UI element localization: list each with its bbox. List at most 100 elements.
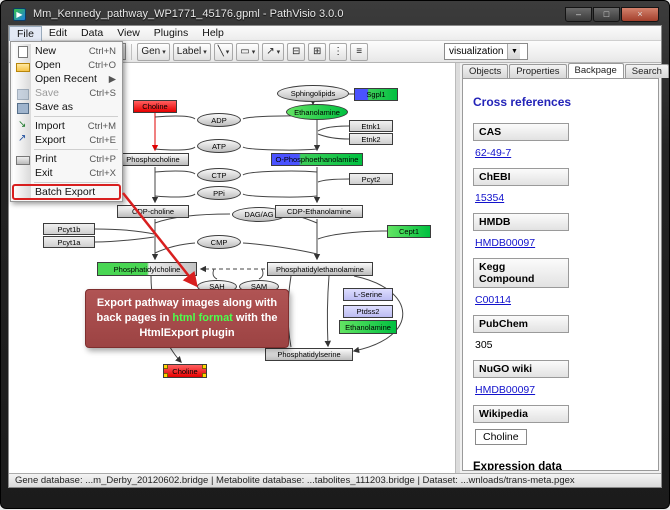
minimize-button[interactable]: – <box>565 7 592 22</box>
backpage-section-header: HMDB <box>473 213 569 231</box>
pathway-node-etnk1[interactable]: Etnk1 <box>349 120 393 132</box>
menu-item-label: Batch Export <box>35 186 116 198</box>
selection-handle[interactable] <box>202 373 207 378</box>
import-icon <box>14 120 31 133</box>
tab-search[interactable]: Search <box>625 64 669 78</box>
menu-plugins[interactable]: Plugins <box>147 26 195 41</box>
backpage-xref-link[interactable]: C00114 <box>475 294 648 306</box>
backpage-xref-link[interactable]: 15354 <box>475 192 648 204</box>
pathway-node-choline[interactable]: Choline <box>163 364 207 378</box>
pathway-node-adp[interactable]: ADP <box>197 113 241 127</box>
backpage-xref-link[interactable]: HMDB00097 <box>475 384 648 396</box>
pathway-node-atp[interactable]: ATP <box>197 139 241 153</box>
pathway-node-choline[interactable]: Choline <box>133 100 177 113</box>
caret-down-icon[interactable]: ▼ <box>507 44 520 59</box>
backpage-section-header: ChEBI <box>473 168 569 186</box>
open-icon <box>14 59 31 72</box>
menu-item-label: Exit <box>35 167 89 179</box>
backpage-xref-link[interactable]: Choline <box>475 429 527 445</box>
backpage-section-header: NuGO wiki <box>473 360 569 378</box>
backpage-xref-link[interactable]: HMDB00097 <box>475 237 648 249</box>
pathway-node-pcyt1a[interactable]: Pcyt1a <box>43 236 95 248</box>
connector-tool-button[interactable]: ↗▾ <box>262 43 284 61</box>
visualization-select[interactable]: visualization ▼ <box>444 43 528 60</box>
line-tool-button[interactable]: ╲▾ <box>214 43 234 61</box>
file-menu-item-open-recent[interactable]: Open Recent▶ <box>13 72 120 86</box>
pathway-node-ethanolamine[interactable]: Ethanolamine <box>339 320 397 334</box>
caret-down-icon: ▾ <box>277 48 281 56</box>
shape-tool-button[interactable]: ▭▾ <box>236 43 259 61</box>
menu-separator <box>34 116 118 117</box>
menu-file[interactable]: File <box>9 26 42 41</box>
label-tool-button[interactable]: Label▾ <box>173 43 211 61</box>
backpage-section-header: Kegg Compound <box>473 258 569 288</box>
caret-down-icon: ▾ <box>203 48 207 56</box>
backpage-xref-value: 305 <box>475 339 648 351</box>
none-icon <box>14 186 31 199</box>
pathway-node-l-serine[interactable]: L-Serine <box>343 288 393 301</box>
pathway-node-cdp-ethanolamine[interactable]: CDP-Ethanolamine <box>275 205 363 218</box>
pathway-node-phosphatidylserine[interactable]: Phosphatidylserine <box>265 348 353 361</box>
pathway-node-phosphatidylcholine[interactable]: Phosphatidylcholine <box>97 262 197 276</box>
pathway-node-etnk2[interactable]: Etnk2 <box>349 133 393 145</box>
pathway-node-ethanolamine[interactable]: Ethanolamine <box>286 104 348 120</box>
pathway-node-phosphatidylethanolamine[interactable]: Phosphatidylethanolamine <box>267 262 373 276</box>
pathway-node-phosphocholine[interactable]: Phosphocholine <box>117 153 189 166</box>
caret-down-icon: ▾ <box>252 48 256 56</box>
pathway-node-pcyt1b[interactable]: Pcyt1b <box>43 223 95 235</box>
new-icon <box>14 45 31 58</box>
visualization-value: visualization <box>449 46 503 57</box>
file-menu-item-batch-export[interactable]: Batch Export <box>13 185 120 199</box>
backpage-heading: Cross references <box>473 95 648 109</box>
caret-down-icon: ▾ <box>162 48 166 56</box>
tab-backpage[interactable]: Backpage <box>568 63 624 78</box>
toolbar-separator <box>131 44 132 60</box>
menu-data[interactable]: Data <box>74 26 110 41</box>
menu-edit[interactable]: Edit <box>42 26 74 41</box>
pathway-node-ctp[interactable]: CTP <box>197 168 241 182</box>
pathway-node-pcyt2[interactable]: Pcyt2 <box>349 173 393 185</box>
datanode-tool-button[interactable]: Gen▾ <box>137 43 169 61</box>
menu-item-label: Save <box>35 87 89 99</box>
pathway-node-sgpl1[interactable]: Sgpl1 <box>354 88 398 101</box>
stack-button[interactable]: ≡ <box>350 43 368 61</box>
backpage-xref-link[interactable]: 62-49-7 <box>475 147 648 159</box>
file-menu-item-save-as[interactable]: Save as <box>13 100 120 114</box>
close-button[interactable]: × <box>621 7 659 22</box>
menu-view[interactable]: View <box>110 26 147 41</box>
selection-handle[interactable] <box>163 364 168 369</box>
pathway-node-cept1[interactable]: Cept1 <box>387 225 431 238</box>
toolbar-buttons: Gen▾Label▾╲▾▭▾↗▾⊟⊞⋮≡ <box>137 43 368 61</box>
align-center-x-button[interactable]: ⊟ <box>287 43 305 61</box>
distribute-button[interactable]: ⋮ <box>329 43 347 61</box>
pathway-node-o-phosphoethanolamine[interactable]: O-Phosphoethanolamine <box>271 153 363 166</box>
menu-help[interactable]: Help <box>195 26 231 41</box>
align-center-y-button[interactable]: ⊞ <box>308 43 326 61</box>
maximize-button[interactable]: □ <box>593 7 620 22</box>
pathway-node-ptdss2[interactable]: Ptdss2 <box>343 305 393 318</box>
app-icon: ▶ <box>13 8 26 21</box>
pathway-node-cmp[interactable]: CMP <box>197 235 241 249</box>
tab-objects[interactable]: Objects <box>462 64 508 78</box>
tab-properties[interactable]: Properties <box>509 64 566 78</box>
pathway-node-sphingolipids[interactable]: Sphingolipids <box>277 85 349 102</box>
selection-handle[interactable] <box>202 364 207 369</box>
selection-handle[interactable] <box>163 373 168 378</box>
pathway-node-cdp-choline[interactable]: CDP-choline <box>117 205 189 218</box>
titlebar[interactable]: ▶ Mm_Kennedy_pathway_WP1771_45176.gpml -… <box>1 3 669 25</box>
none-icon <box>14 73 31 86</box>
menu-item-label: New <box>35 45 89 57</box>
pathway-node-ppi[interactable]: PPi <box>197 186 241 200</box>
